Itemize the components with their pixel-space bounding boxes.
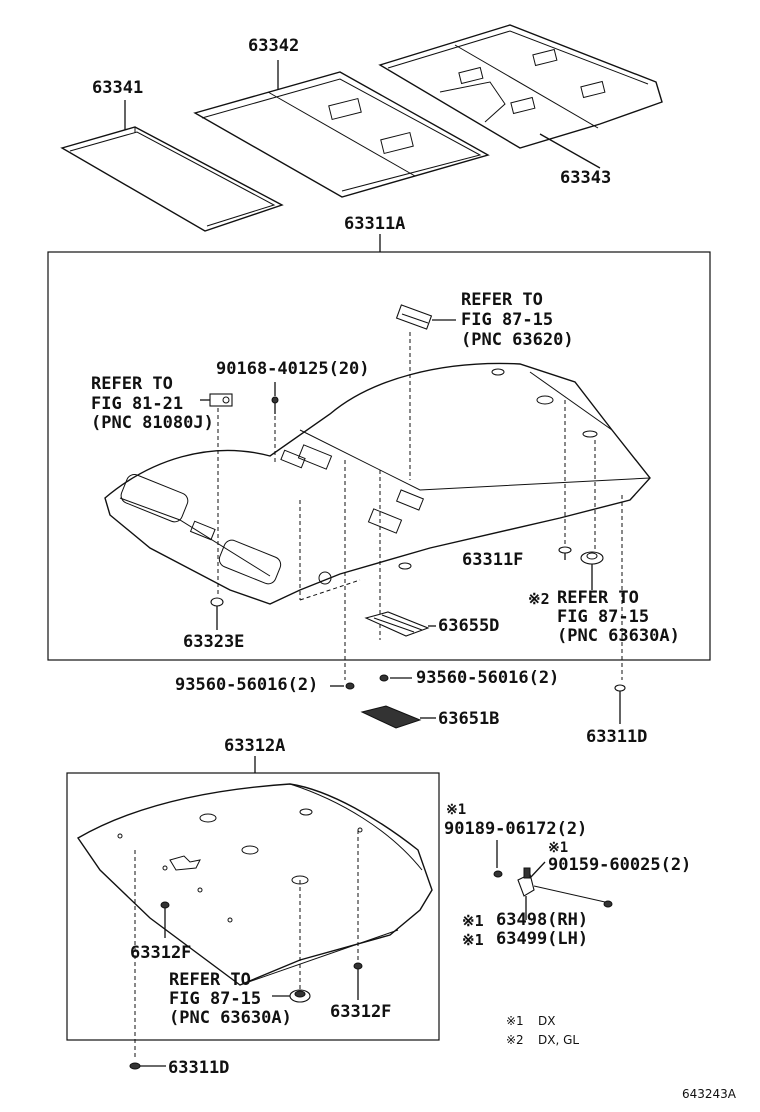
screw-93560-right-shape bbox=[379, 674, 389, 682]
ref-b-line3: (PNC 63630A) bbox=[169, 1008, 292, 1028]
label-63312A: 63312A bbox=[224, 736, 286, 756]
clip-63620-shape bbox=[395, 304, 433, 330]
headliner-a-shape bbox=[104, 362, 651, 605]
panel-63343-shape bbox=[378, 24, 663, 149]
ref-top-line2: FIG 87-15 bbox=[461, 310, 554, 330]
ref-left-line3: (PNC 81080J) bbox=[91, 413, 214, 433]
label-63311D-a: 63311D bbox=[586, 727, 648, 747]
label-63342: 63342 bbox=[248, 36, 300, 56]
clip-63312F-left-shape bbox=[160, 901, 170, 916]
legend-mark-1: ※1 bbox=[506, 1014, 524, 1028]
retainer-b-shape bbox=[289, 989, 311, 1003]
clip-63311D-a-shape bbox=[614, 684, 626, 700]
ref-left-line2: FIG 81-21 bbox=[91, 394, 184, 414]
clip-63311F-shape bbox=[558, 546, 572, 560]
mark-90159: ※1 bbox=[548, 840, 569, 856]
label-63341: 63341 bbox=[92, 78, 144, 98]
bracket-63498-shape bbox=[517, 867, 535, 897]
ref-right-mark: ※2 bbox=[528, 590, 550, 608]
label-63343: 63343 bbox=[560, 168, 612, 188]
screw-90159-shape bbox=[603, 900, 613, 908]
ref-b-line2: FIG 87-15 bbox=[169, 989, 262, 1009]
label-63311D-b: 63311D bbox=[168, 1058, 230, 1078]
screw-93560-left-shape bbox=[345, 682, 355, 690]
clip-63323E-shape bbox=[210, 597, 224, 630]
label-63499: 63499(LH) bbox=[496, 929, 589, 949]
label-90168: 90168-40125(20) bbox=[216, 359, 370, 379]
ref-right-line2: FIG 87-15 bbox=[557, 607, 650, 627]
ref-b-line1: REFER TO bbox=[169, 970, 251, 990]
label-63311A: 63311A bbox=[344, 214, 406, 234]
clip-63312F-right-shape bbox=[353, 962, 363, 978]
panel-63341-shape bbox=[60, 126, 284, 232]
ref-right-line3: (PNC 63630A) bbox=[557, 626, 680, 646]
retainer-63630A-shape bbox=[580, 551, 604, 565]
label-63498: 63498(RH) bbox=[496, 910, 589, 930]
screw-90189-shape bbox=[493, 870, 503, 878]
headliner-b-shape bbox=[76, 783, 433, 986]
legend-text-1: DX bbox=[538, 1014, 556, 1028]
clip-63311D-b-shape bbox=[129, 1062, 141, 1070]
legend-text-2: DX, GL bbox=[538, 1033, 580, 1047]
part-63651B-shape bbox=[360, 705, 422, 729]
figure-id: 643243A bbox=[682, 1087, 737, 1101]
ref-right-line1: REFER TO bbox=[557, 588, 639, 608]
legend-mark-2: ※2 bbox=[506, 1033, 524, 1047]
assembly-b-frame bbox=[66, 772, 440, 1041]
label-63312F-right: 63312F bbox=[330, 1002, 392, 1022]
label-63651B: 63651B bbox=[438, 709, 500, 729]
label-90189: 90189-06172(2) bbox=[444, 819, 588, 839]
label-63655D: 63655D bbox=[438, 616, 500, 636]
ref-left-line1: REFER TO bbox=[91, 374, 173, 394]
assembly-a-frame bbox=[47, 251, 711, 661]
part-63655D-shape bbox=[364, 611, 430, 637]
ref-top-line3: (PNC 63620) bbox=[461, 330, 574, 350]
mark-lh: ※1 bbox=[462, 931, 484, 949]
panel-63342-shape bbox=[193, 71, 490, 198]
leader-63343 bbox=[539, 133, 601, 169]
label-90159: 90159-60025(2) bbox=[548, 855, 692, 875]
ref-top-line1: REFER TO bbox=[461, 290, 543, 310]
screw-90168-shape bbox=[271, 396, 279, 414]
label-63311F: 63311F bbox=[462, 550, 524, 570]
mark-90189: ※1 bbox=[446, 802, 467, 818]
clip-81080J-shape bbox=[209, 393, 233, 407]
mark-rh: ※1 bbox=[462, 912, 484, 930]
label-93560-right: 93560-56016(2) bbox=[416, 668, 560, 688]
label-93560-left: 93560-56016(2) bbox=[175, 675, 319, 695]
label-63323E: 63323E bbox=[183, 632, 245, 652]
label-63312F-left: 63312F bbox=[130, 943, 192, 963]
